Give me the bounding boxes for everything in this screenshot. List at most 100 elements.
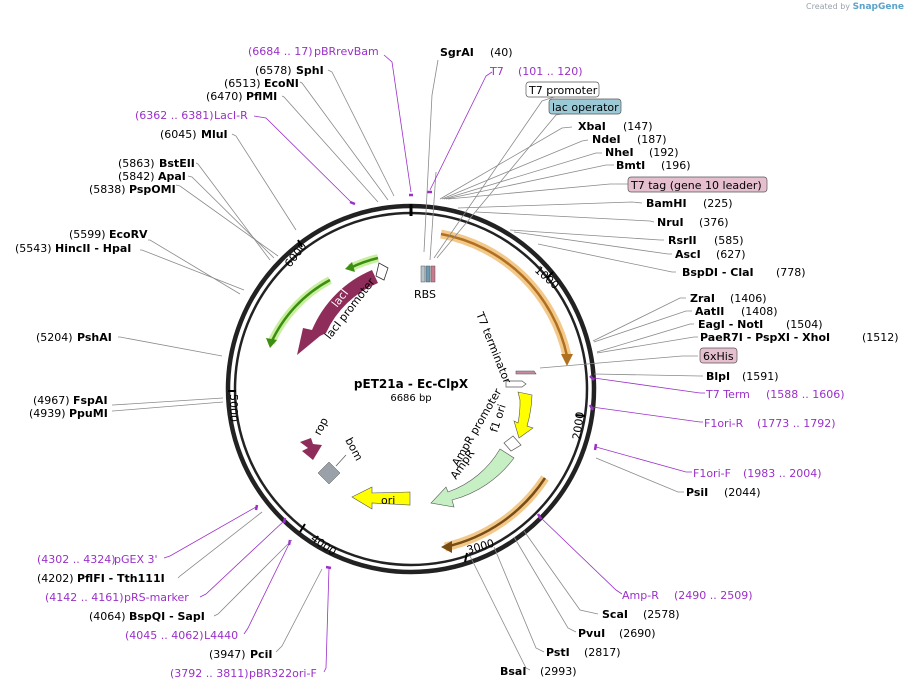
lead-bamhi (457, 201, 643, 209)
feature-t7promoter-box (525, 81, 600, 98)
lead-paer7i (596, 336, 698, 354)
site-asci-pos: (627) (716, 248, 746, 261)
lead-hincii (140, 249, 245, 291)
site-psii-pos: (2044) (724, 486, 761, 499)
site-ppumi-pos: (4939) (29, 407, 66, 420)
site-hincii-pos: (5543) (15, 242, 52, 255)
bom-lead (335, 454, 347, 467)
laci-promoter-arrowhead2 (266, 338, 277, 348)
lead-t7tag (447, 183, 628, 200)
lead-t7 (429, 71, 493, 191)
site-psii-name: PsiI (686, 486, 708, 499)
site-blpi-pos: (1591) (742, 370, 779, 383)
lead-t7term (593, 377, 705, 394)
lead-nrui (475, 211, 655, 223)
primer-amp-r-range: (2490 .. 2509) (674, 589, 753, 602)
site-econi-pos: (6513) (224, 77, 261, 90)
site-bspdi-clai-pos: (778) (776, 266, 806, 279)
primer-laci-r-name: LacI-R (214, 109, 248, 122)
t7-terminator-arrow (505, 380, 527, 388)
feature-t7promoter-label: T7 promoter (528, 84, 598, 97)
labels-bottom-right: Amp-R (2490 .. 2509) ScaI (2578) PvuI (2… (500, 589, 753, 678)
rbs-mark-2 (425, 265, 431, 283)
site-bspqi-name: BspQI - SapI (129, 610, 205, 623)
lead-bspqi (213, 539, 293, 617)
feature-lacop-box (548, 98, 622, 115)
ori-arrow (351, 486, 411, 510)
primer-laci-r-range: (6362 .. 6381) (135, 109, 214, 122)
site-scai-name: ScaI (602, 608, 628, 621)
primer-f1ori-r-name: F1ori-R (704, 417, 744, 430)
primer-l4440-name: L4440 (204, 629, 238, 642)
lead-rsrii (509, 229, 664, 241)
orf-arc (440, 232, 569, 357)
site-bsai-name: BsaI (500, 665, 526, 678)
site-ppumi-name: PpuMI (69, 407, 108, 420)
feature-6xhis-box (699, 347, 738, 364)
lead-nhei (443, 152, 602, 200)
primer-mark-pgex3 (254, 504, 259, 511)
feature-t7tag-label: T7 tag (gene 10 leader) (630, 179, 762, 192)
site-mlui-pos: (6045) (160, 128, 197, 141)
primer-mark-t7term (589, 375, 595, 381)
orf-arc-highlight (440, 229, 572, 357)
site-rsrii-name: RsrII (668, 234, 697, 247)
lead-pgex3 (163, 506, 257, 559)
site-pshai-pos: (5204) (36, 331, 73, 344)
lead-sphi (327, 69, 395, 197)
orf-arrowhead (561, 354, 573, 366)
lead-sgrai (423, 59, 439, 253)
site-asci-name: AscI (675, 248, 701, 261)
primer-t7term-range: (1588 .. 1606) (766, 388, 845, 401)
tick-2000 (575, 414, 586, 417)
site-zrai-name: ZraI (690, 292, 715, 305)
t7-terminator-mark (515, 370, 537, 375)
site-nhei-pos: (192) (649, 146, 679, 159)
lead-laci-r (253, 115, 353, 204)
site-eagi-noti-pos: (1504) (786, 318, 823, 331)
tick-1000 (546, 271, 554, 279)
primer-amp-r-name: Amp-R (622, 589, 659, 602)
site-apai-name: ApaI (158, 170, 186, 183)
site-pshai-name: PshAI (77, 331, 112, 344)
site-nrui-pos: (376) (699, 216, 729, 229)
site-pflfi-pos: (4202) (37, 572, 74, 585)
lead-ppumi (112, 401, 224, 412)
site-scai-pos: (2578) (643, 608, 680, 621)
lead-pflmi (281, 95, 379, 203)
lead-psii (595, 457, 684, 493)
snapgene-credit: Created by SnapGene (806, 2, 904, 12)
primer-f1ori-f-name: F1ori-F (693, 467, 731, 480)
lead-pcii (275, 568, 323, 653)
site-bamhi-pos: (225) (703, 197, 733, 210)
site-pspomi-name: PspOMI (129, 183, 176, 196)
ori-label: ori (381, 494, 395, 507)
site-econi-name: EcoNI (264, 77, 299, 90)
primer-prs-marker-range: (4142 .. 4161) (45, 591, 124, 604)
lead-zrai (592, 297, 686, 342)
site-hincii-name: HincII - HpaI (55, 242, 131, 255)
site-sgrai-pos: (40) (490, 46, 513, 59)
plasmid-name: pET21a - Ec-ClpX (354, 377, 469, 391)
site-ndei-name: NdeI (592, 133, 621, 146)
leader-lines (112, 54, 705, 673)
primer-t7term-name: T7 Term (705, 388, 750, 401)
site-sphi-pos: (6578) (255, 64, 292, 77)
laci-small-feature (375, 262, 389, 281)
site-bspdi-clai-name: BspDI - ClaI (682, 266, 754, 279)
primer-pgex3-range: (4302 .. 4324) (37, 553, 116, 566)
site-mlui-name: MluI (201, 128, 228, 141)
primer-mark-amp-r (536, 513, 543, 520)
site-rsrii-pos: (585) (714, 234, 744, 247)
site-paer7i-name: PaeR7I - PspXI - XhoI (700, 331, 830, 344)
rbs-label: RBS (414, 288, 436, 301)
primer-pbr322ori-f-range: (3792 .. 3811) (170, 667, 249, 680)
ampr-orf-arc (444, 477, 547, 549)
lead-bsai (469, 555, 531, 671)
site-bmti-name: BmtI (616, 159, 645, 172)
t7-terminator-label: T7 terminator (473, 309, 514, 385)
primer-f1ori-f-range: (1983 .. 2004) (743, 467, 822, 480)
tick-4000 (299, 523, 306, 533)
lead-asci (513, 231, 672, 255)
lead-pshai (118, 336, 223, 357)
